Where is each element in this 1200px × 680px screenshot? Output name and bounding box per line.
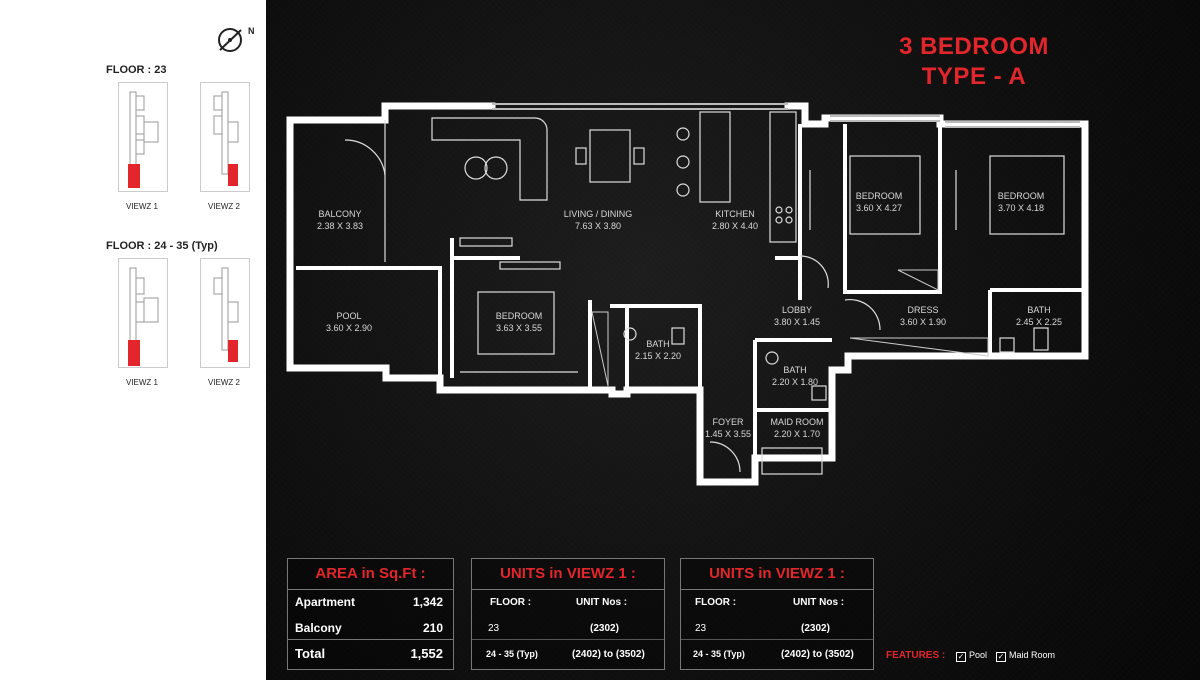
- features-label: FEATURES :: [886, 650, 946, 661]
- units-table-2: UNITS in VIEWZ 1 : FLOOR : UNIT Nos : 23…: [680, 558, 874, 670]
- units-col-floor: FLOOR :: [490, 597, 532, 608]
- unit-type-title: 3 BEDROOM TYPE - A: [874, 32, 1074, 92]
- key-plan-panel: N FLOOR : 23 VIEWZ 1 VIEWZ 2 FLOOR : 24 …: [0, 0, 266, 680]
- area-row-value: 210: [422, 621, 443, 635]
- units-row-floor: 24 - 35 (Typ): [486, 649, 538, 659]
- units-table-header: UNITS in VIEWZ 1 :: [681, 559, 873, 590]
- key-plan-view-label: VIEWZ 1: [125, 378, 158, 387]
- units-row-units: (2302): [590, 623, 619, 634]
- key-plan-view-label: VIEWZ 2: [207, 202, 240, 211]
- area-row-label: Apartment: [295, 595, 356, 609]
- units-table-header: UNITS in VIEWZ 1 :: [472, 559, 664, 590]
- title-line-1: 3 BEDROOM: [899, 33, 1049, 60]
- checkbox-checked-icon: ✓: [956, 652, 966, 662]
- feature-pool: ✓Pool: [956, 650, 988, 662]
- feature-maid-room: ✓Maid Room: [996, 650, 1056, 662]
- key-plan-thumb-viewz1: [118, 258, 168, 368]
- units-row-units: (2302): [801, 623, 830, 634]
- key-plan-view-label: VIEWZ 2: [207, 378, 240, 387]
- checkbox-checked-icon: ✓: [996, 652, 1006, 662]
- key-plan-floor-label: FLOOR : 23: [106, 64, 167, 76]
- units-row-units: (2402) to (3502): [781, 649, 854, 660]
- units-row-floor: 23: [488, 623, 500, 634]
- title-line-2: TYPE - A: [921, 63, 1027, 90]
- compass-letter: N: [248, 26, 254, 36]
- floor-plan-panel: [266, 0, 1200, 680]
- key-plan-thumb-viewz2: [200, 82, 250, 192]
- units-col-unit-nos: UNIT Nos :: [793, 597, 845, 608]
- area-row-label: Balcony: [295, 621, 342, 635]
- area-table: AREA in Sq.Ft : Apartment 1,342 Balcony …: [287, 558, 454, 670]
- units-row-floor: 24 - 35 (Typ): [693, 649, 745, 659]
- units-col-floor: FLOOR :: [695, 597, 737, 608]
- units-table-1: UNITS in VIEWZ 1 : FLOOR : UNIT Nos : 23…: [471, 558, 665, 670]
- key-plan-floor-label: FLOOR : 24 - 35 (Typ): [106, 240, 218, 252]
- area-table-header: AREA in Sq.Ft :: [288, 559, 453, 590]
- area-total-label: Total: [295, 646, 326, 661]
- units-col-unit-nos: UNIT Nos :: [576, 597, 628, 608]
- units-row-units: (2402) to (3502): [572, 649, 645, 660]
- area-total-value: 1,552: [410, 646, 443, 661]
- key-plan-thumb-viewz2: [200, 258, 250, 368]
- compass-icon: N: [218, 26, 254, 52]
- area-row-value: 1,342: [412, 595, 443, 609]
- units-row-floor: 23: [695, 623, 707, 634]
- key-plan-view-label: VIEWZ 1: [125, 202, 158, 211]
- key-plan-thumb-viewz1: [118, 82, 168, 192]
